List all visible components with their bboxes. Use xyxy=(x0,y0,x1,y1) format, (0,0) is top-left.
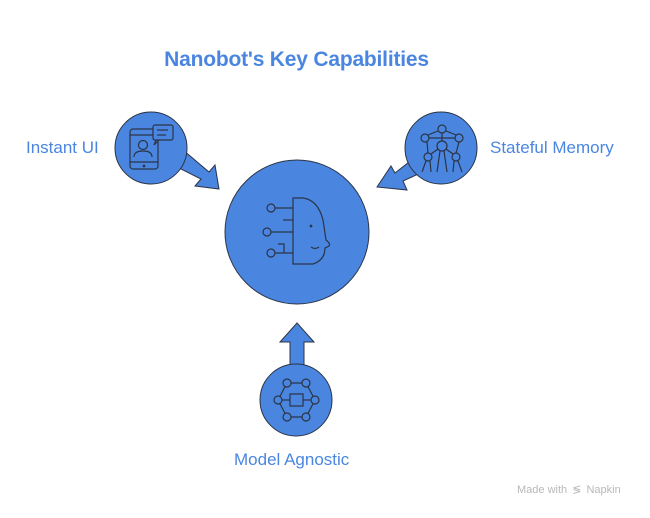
hexagon-network-icon xyxy=(273,378,320,422)
watermark-prefix: Made with xyxy=(517,484,568,496)
napkin-logo-icon: ≶ xyxy=(572,484,582,496)
instant-ui-node xyxy=(114,111,188,185)
mobile-chat-icon xyxy=(129,124,174,170)
network-structure-icon xyxy=(420,124,464,173)
capability-label-stateful-memory: Stateful Memory xyxy=(490,138,614,157)
capability-label-model-agnostic: Model Agnostic xyxy=(234,450,350,469)
watermark[interactable]: Made with ≶ Napkin xyxy=(517,483,621,496)
arrow-model-agnostic xyxy=(278,322,316,371)
ai-head-icon xyxy=(262,197,331,265)
diagram-title: Nanobot's Key Capabilities xyxy=(164,48,429,71)
model-agnostic-node xyxy=(259,363,333,437)
stateful-memory-node xyxy=(404,111,478,185)
nanobot-center-node xyxy=(224,159,370,305)
capability-label-instant-ui: Instant UI xyxy=(26,138,99,157)
watermark-brand: Napkin xyxy=(586,484,621,496)
